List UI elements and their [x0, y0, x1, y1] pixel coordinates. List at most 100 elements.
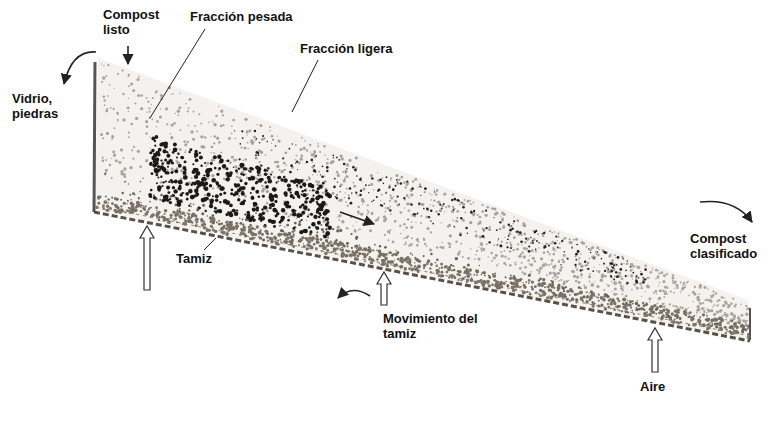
compost-grain: [589, 280, 591, 282]
compost-grain: [578, 259, 580, 261]
compost-grain: [441, 242, 442, 243]
compost-grain: [122, 118, 125, 121]
compost-grain: [737, 317, 740, 320]
compost-grain: [636, 287, 638, 289]
compost-grain: [257, 170, 261, 174]
compost-grain: [173, 180, 176, 183]
compost-grain: [102, 157, 104, 159]
compost-grain: [179, 185, 182, 188]
compost-grain: [545, 230, 546, 231]
compost-grain: [520, 241, 523, 244]
compost-grain: [573, 239, 575, 241]
compost-grain: [606, 295, 609, 298]
compost-grain: [258, 195, 261, 198]
compost-grain: [170, 133, 172, 135]
compost-grain: [277, 240, 279, 242]
compost-grain: [243, 160, 245, 162]
compost-grain: [296, 155, 298, 157]
compost-grain: [345, 249, 347, 251]
compost-grain: [160, 176, 162, 178]
compost-grain: [219, 186, 223, 190]
compost-grain: [336, 171, 338, 173]
compost-grain: [566, 280, 568, 282]
compost-grain: [383, 215, 386, 218]
compost-grain: [394, 221, 396, 223]
compost-grain: [467, 200, 470, 203]
compost-grain: [216, 222, 218, 224]
compost-grain: [235, 137, 237, 139]
compost-grain: [251, 187, 255, 191]
compost-grain: [179, 129, 181, 131]
compost-grain: [202, 204, 205, 207]
compost-grain: [630, 263, 633, 266]
compost-grain: [213, 152, 215, 154]
compost-grain: [358, 252, 361, 255]
compost-grain: [524, 266, 527, 269]
compost-grain: [469, 200, 471, 202]
compost-grain: [640, 287, 642, 289]
compost-grain: [271, 203, 275, 207]
compost-grain: [241, 130, 243, 132]
compost-grain: [205, 165, 207, 167]
compost-grain: [106, 132, 109, 135]
compost-grain: [439, 210, 441, 212]
compost-grain: [613, 293, 616, 296]
compost-grain: [586, 246, 588, 248]
compost-grain: [630, 269, 633, 272]
compost-grain: [181, 192, 183, 194]
compost-grain: [543, 262, 544, 263]
compost-grain: [683, 286, 685, 288]
compost-grain: [354, 169, 357, 172]
compost-grain: [580, 253, 582, 255]
compost-grain: [606, 268, 608, 270]
compost-grain: [600, 279, 603, 282]
compost-grain: [479, 235, 482, 238]
compost-grain: [430, 199, 432, 201]
compost-grain: [459, 203, 461, 205]
compost-grain: [116, 112, 119, 115]
compost-grain: [538, 269, 540, 271]
compost-grain: [734, 316, 736, 318]
compost-grain: [320, 195, 323, 198]
compost-grain: [292, 212, 296, 216]
compost-grain: [193, 111, 195, 113]
compost-grain: [558, 280, 560, 282]
compost-grain: [464, 276, 466, 278]
compost-grain: [674, 281, 677, 284]
compost-grain: [644, 265, 647, 268]
compost-grain: [186, 212, 188, 214]
compost-grain: [163, 170, 166, 173]
compost-grain: [132, 90, 134, 92]
compost-grain: [223, 191, 226, 194]
compost-grain: [302, 204, 305, 207]
compost-grain: [596, 270, 598, 272]
compost-grain: [167, 191, 170, 194]
compost-grain: [130, 82, 133, 85]
compost-grain: [308, 226, 310, 228]
compost-grain: [167, 166, 169, 168]
compost-grain: [727, 306, 730, 309]
compost-grain: [694, 286, 696, 288]
compost-grain: [156, 210, 157, 211]
compost-grain: [557, 286, 560, 289]
compost-grain: [579, 257, 581, 259]
compost-grain: [405, 186, 407, 188]
compost-grain: [316, 174, 317, 175]
compost-grain: [193, 204, 195, 206]
compost-grain: [302, 182, 306, 186]
compost-grain: [670, 291, 672, 293]
compost-grain: [415, 222, 416, 223]
compost-grain: [265, 185, 269, 189]
compost-grain: [280, 170, 283, 173]
compost-grain: [164, 144, 168, 148]
compost-grain: [132, 158, 134, 160]
compost-grain: [304, 189, 307, 192]
compost-grain: [488, 228, 491, 231]
compost-grain: [500, 215, 501, 216]
compost-grain: [747, 320, 748, 321]
compost-grain: [454, 198, 457, 201]
compost-grain: [444, 211, 445, 212]
compost-grain: [726, 313, 729, 316]
compost-grain: [530, 242, 532, 244]
compost-grain: [387, 239, 389, 241]
